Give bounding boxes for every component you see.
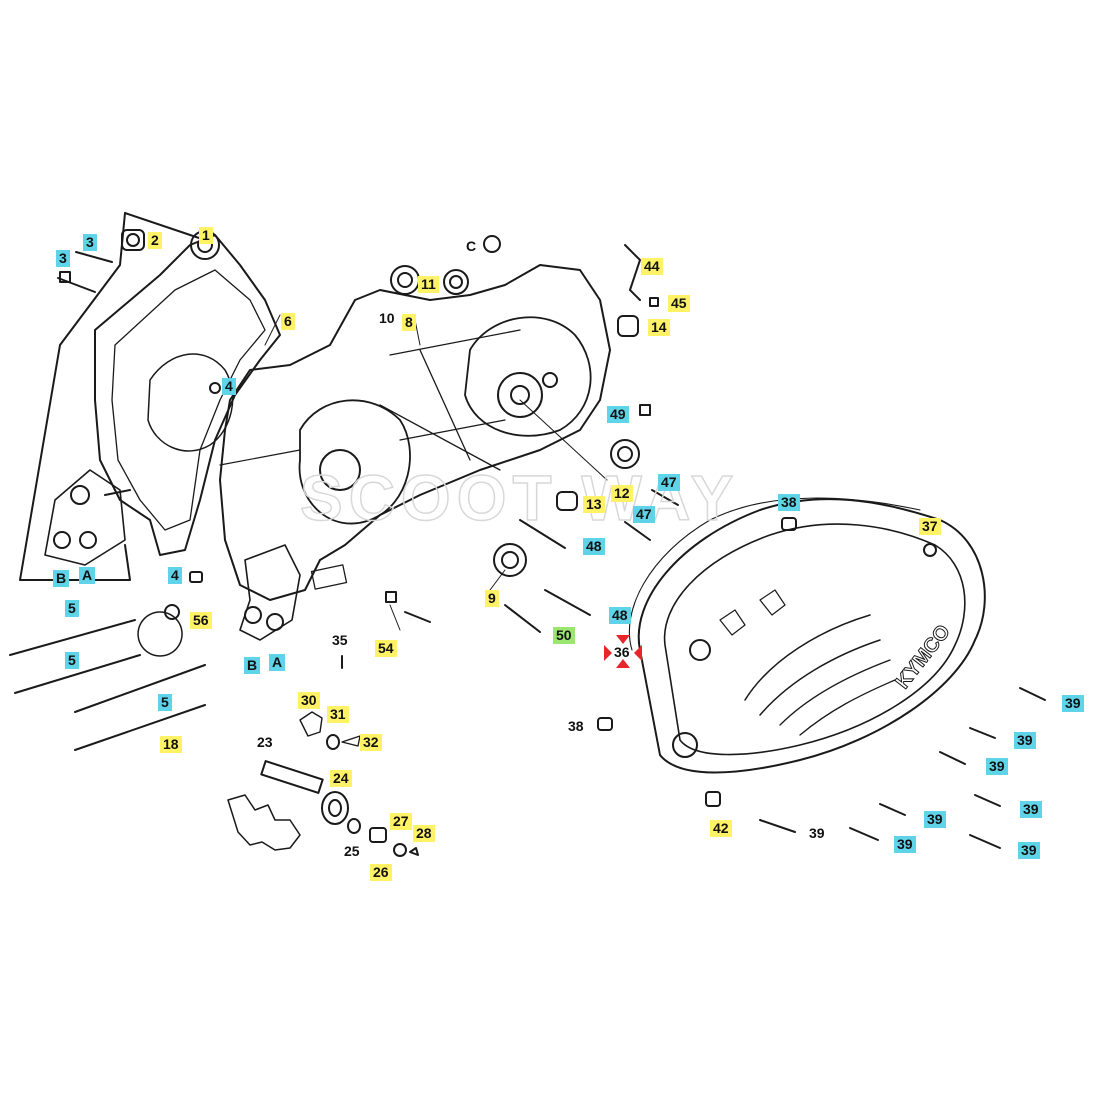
callout-5-a[interactable]: 5 <box>65 600 79 617</box>
callout-39-g[interactable]: 39 <box>894 836 916 853</box>
watermark: SCOOT WAY <box>300 462 739 534</box>
callout-38-bottom[interactable]: 38 <box>568 718 584 734</box>
main-crankcase <box>219 264 611 641</box>
callout-47-top[interactable]: 47 <box>658 474 680 491</box>
callout-54[interactable]: 54 <box>375 640 397 657</box>
callout-39-h[interactable]: 39 <box>1018 842 1040 859</box>
callout-31[interactable]: 31 <box>327 706 349 723</box>
part-1-bracket <box>19 212 206 581</box>
kick-starter-assembly <box>227 711 419 857</box>
callout-12[interactable]: 12 <box>611 485 633 502</box>
callout-8[interactable]: 8 <box>402 314 416 331</box>
callout-4-top[interactable]: 4 <box>222 378 236 395</box>
callout-35[interactable]: 35 <box>332 632 348 648</box>
studs-and-bolts <box>9 619 1046 849</box>
callout-4-bottom[interactable]: 4 <box>168 567 182 584</box>
callout-49[interactable]: 49 <box>607 406 629 423</box>
callout-a-left[interactable]: A <box>79 567 96 584</box>
callout-27[interactable]: 27 <box>390 813 412 830</box>
callout-3-bottom[interactable]: 3 <box>56 250 70 267</box>
callout-48-bottom[interactable]: 48 <box>609 607 631 624</box>
callout-36[interactable]: 36 <box>614 644 630 660</box>
callout-28[interactable]: 28 <box>413 825 435 842</box>
callout-18[interactable]: 18 <box>160 736 182 753</box>
callout-39-b[interactable]: 39 <box>1014 732 1036 749</box>
callout-a-right[interactable]: A <box>269 654 286 671</box>
callout-39-a[interactable]: 39 <box>1062 695 1084 712</box>
callout-42[interactable]: 42 <box>710 820 732 837</box>
callout-39-c[interactable]: 39 <box>986 758 1008 775</box>
callout-9[interactable]: 9 <box>485 590 499 607</box>
callout-32[interactable]: 32 <box>360 734 382 751</box>
callout-1[interactable]: 1 <box>199 227 213 244</box>
callout-b-right[interactable]: B <box>244 657 261 674</box>
callout-30[interactable]: 30 <box>298 692 320 709</box>
callout-10[interactable]: 10 <box>379 310 395 326</box>
callout-2[interactable]: 2 <box>148 232 162 249</box>
callout-50[interactable]: 50 <box>553 627 575 644</box>
callout-26[interactable]: 26 <box>370 864 392 881</box>
small-hardware-parts <box>57 229 797 807</box>
callout-44[interactable]: 44 <box>641 258 663 275</box>
callout-48-top[interactable]: 48 <box>583 538 605 555</box>
callout-45[interactable]: 45 <box>668 295 690 312</box>
callout-38-top[interactable]: 38 <box>778 494 800 511</box>
callout-37[interactable]: 37 <box>919 518 941 535</box>
callout-14[interactable]: 14 <box>648 319 670 336</box>
callout-3-top[interactable]: 3 <box>83 234 97 251</box>
leader-lines <box>264 314 608 631</box>
position-marker-arrows <box>604 635 642 668</box>
callout-c[interactable]: C <box>466 238 477 254</box>
callout-5-c[interactable]: 5 <box>158 694 172 711</box>
callout-25[interactable]: 25 <box>344 843 360 859</box>
callout-47-bottom[interactable]: 47 <box>633 506 655 523</box>
callout-13[interactable]: 13 <box>583 496 605 513</box>
callout-11[interactable]: 11 <box>418 276 439 293</box>
callout-5-b[interactable]: 5 <box>65 652 79 669</box>
left-crankcase-half <box>44 230 281 566</box>
callout-23[interactable]: 23 <box>257 734 273 750</box>
cvt-cover <box>628 497 986 774</box>
callout-6[interactable]: 6 <box>281 313 295 330</box>
callout-39-d[interactable]: 39 <box>1020 801 1042 818</box>
callout-39-f[interactable]: 39 <box>809 825 825 841</box>
callout-24[interactable]: 24 <box>330 770 352 787</box>
callout-56[interactable]: 56 <box>190 612 212 629</box>
callout-39-e[interactable]: 39 <box>924 811 946 828</box>
callout-b-left[interactable]: B <box>53 570 70 587</box>
